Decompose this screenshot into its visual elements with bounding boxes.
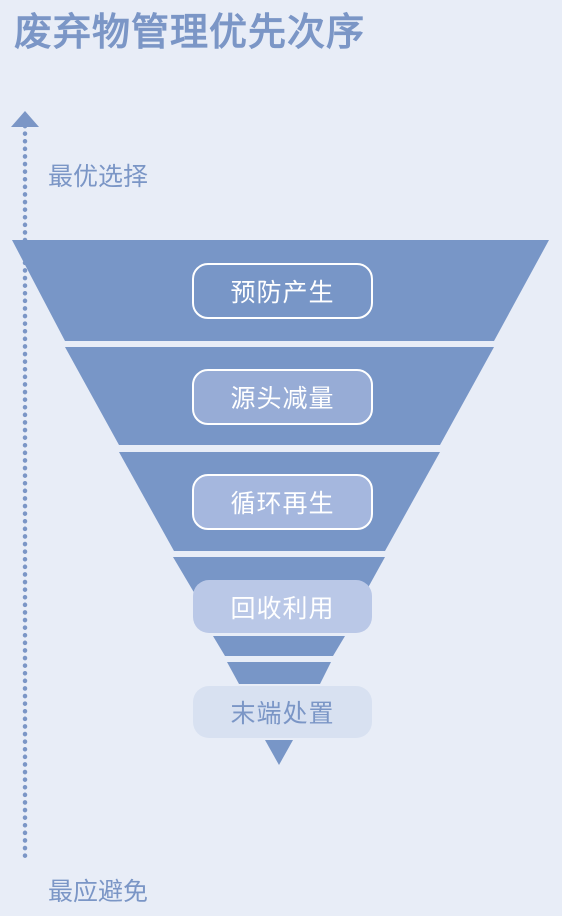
page-title: 废弃物管理优先次序 [14,10,366,54]
funnel-band-5 [213,636,345,656]
level-2-label: 源头减量 [192,369,373,425]
level-4-label: 回收利用 [193,580,372,633]
axis-top-label: 最优选择 [48,162,149,191]
funnel-band-6 [227,662,331,684]
level-5-label: 末端处置 [193,686,372,738]
level-3-label: 循环再生 [192,474,373,530]
axis-bottom-label: 最应避免 [48,877,149,906]
level-1-label: 预防产生 [192,263,373,319]
axis-arrow-up-icon [11,111,39,127]
funnel-tip [265,740,293,765]
